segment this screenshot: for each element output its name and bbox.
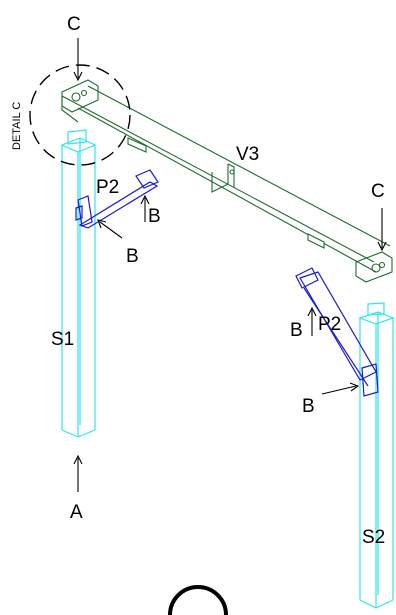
beam-v3 <box>61 79 393 283</box>
member-p2-left-label: P2 <box>96 177 119 198</box>
brace-p2-left <box>75 169 159 229</box>
view-a-label: A <box>70 502 83 523</box>
annotation-arrows <box>73 38 387 492</box>
detail-marker-top-label: C <box>67 14 81 35</box>
view-b-right-up-label: B <box>290 320 303 341</box>
view-b-left-diag-label: B <box>126 246 139 267</box>
detail-marker-right-label: C <box>371 181 385 202</box>
member-p2-right-label: P2 <box>318 314 341 335</box>
column-s1 <box>60 129 97 438</box>
column-s2 <box>358 302 395 609</box>
member-s2-label: S2 <box>362 527 385 548</box>
bottom-circle-fragment <box>168 585 228 615</box>
view-b-right-diag-label: B <box>302 396 315 417</box>
brace-p2-right <box>295 267 379 397</box>
member-s1-label: S1 <box>51 329 74 350</box>
detail-c-circle <box>29 64 131 166</box>
member-v3-label: V3 <box>236 144 259 165</box>
view-b-left-up-label: B <box>148 206 161 227</box>
detail-caption-label: DETAIL C <box>11 102 23 150</box>
